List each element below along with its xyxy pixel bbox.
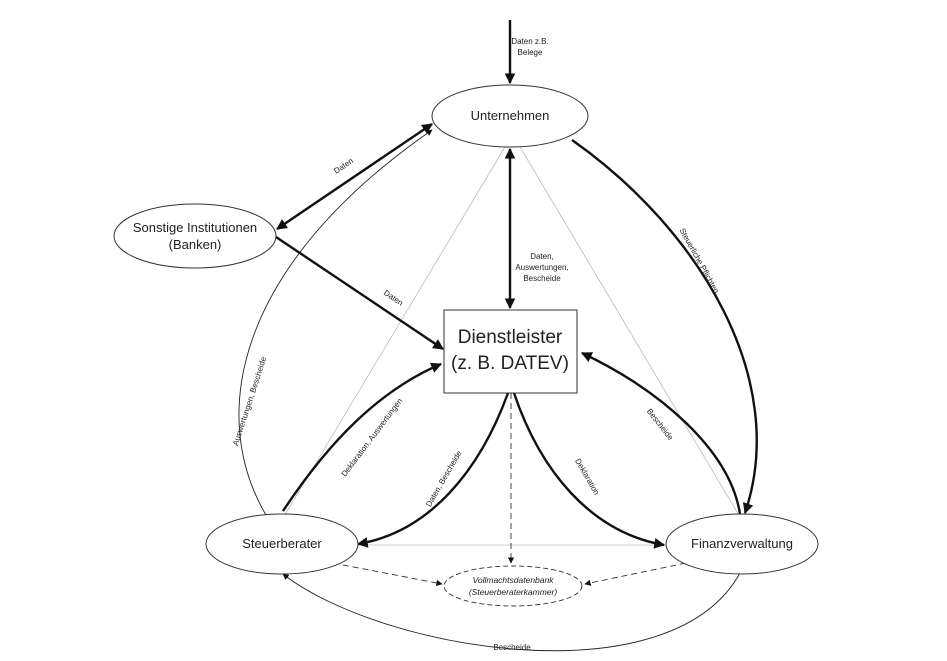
node-dienstleister: Dienstleister (z. B. DATEV) [443,309,578,394]
edge-sonstige-dienstleister [275,236,444,350]
label-unternehmen-dienstleister-line2: Auswertungen, [515,263,568,272]
vollmacht-label-line1: Vollmachtsdatenbank [473,575,555,585]
vollmacht-label-line2: (Steuerberaterkammer) [469,587,558,597]
finanzverwaltung-ellipse [665,513,819,575]
label-sonstige-unternehmen: Daten [332,156,355,175]
unternehmen-label: Unternehmen [471,108,550,123]
edge-deklaration [512,392,666,549]
label-deklaration: Deklaration [573,457,601,497]
sonstige-label-line1: Sonstige Institutionen [133,220,257,235]
sonstige-ellipse [113,203,277,269]
dienstleister-label-line2: (z. B. DATEV) [451,353,569,374]
label-input-line2: Belege [518,48,543,57]
label-unternehmen-dienstleister-line1: Daten, [530,252,554,261]
unternehmen-ellipse [431,84,589,148]
node-finanzverwaltung: Finanzverwaltung [665,513,819,575]
edge-bescheide-right [581,351,742,515]
line-unternehmen-steuerberater [282,146,506,519]
finanzverwaltung-label: Finanzverwaltung [691,536,793,551]
sonstige-label-line2: (Banken) [169,237,222,252]
label-input-line1: Daten z.B. [511,37,548,46]
node-vollmachtsdatenbank: Vollmachtsdatenbank (Steuerberaterkammer… [443,565,583,607]
dienstleister-label-line1: Dienstleister [458,327,563,348]
thick-edges [275,20,758,549]
edge-finanzverwaltung-vollmacht [584,562,687,586]
edge-steuerberater-vollmacht [332,562,443,587]
label-bescheide-right: Bescheide [645,407,675,442]
edge-daten-bescheide [356,392,510,548]
node-unternehmen: Unternehmen [431,84,589,148]
label-auswertungen-bescheide: Auswertungen, Bescheide [231,355,268,447]
node-sonstige-institutionen: Sonstige Institutionen (Banken) [113,203,277,269]
node-steuerberater: Steuerberater [205,513,359,575]
label-unternehmen-dienstleister-line3: Bescheide [523,274,561,283]
vollmacht-ellipse [443,565,583,607]
label-sonstige-dienstleister: Daten [382,288,405,307]
label-bescheide-bottom: Bescheide [493,643,531,652]
steuerberater-label: Steuerberater [242,536,322,551]
edge-deklaration-auswertungen [281,362,442,512]
label-deklaration-auswertungen: Deklaration, Auswertungen [340,397,405,479]
edge-bescheide-bottom [282,572,741,652]
steuerberater-ellipse [205,513,359,575]
edge-sonstige-unternehmen [276,123,433,230]
label-steuerliche-pflichten: Steuerliche Pflichten [678,227,721,295]
dashed-edges [332,393,687,587]
line-unternehmen-finanzverwaltung [519,146,741,518]
edge-steuerliche-pflichten [571,139,758,515]
dienstleister-box [443,309,578,394]
